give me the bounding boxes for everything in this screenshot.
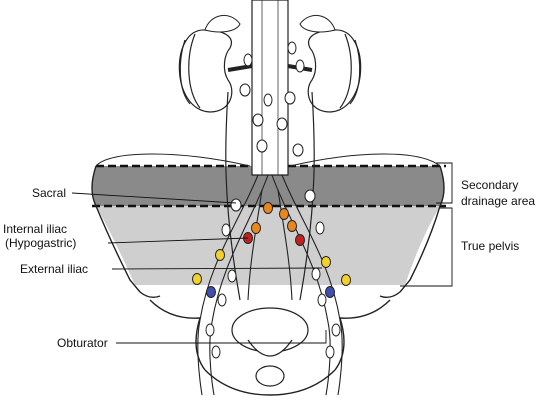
label-true-pelvis: True pelvis <box>461 239 520 253</box>
true-pelvis-zone <box>96 206 440 285</box>
aorta-icon <box>251 0 289 176</box>
label-drainage-area: drainage area <box>461 194 536 208</box>
ureter-right <box>299 91 315 301</box>
lymph-nodes-white <box>205 41 341 359</box>
lymph-nodes-orange <box>251 202 297 234</box>
leader-sacral <box>71 192 237 204</box>
leader-internal-iliac <box>107 237 249 244</box>
lymph-nodes-blue <box>206 286 335 298</box>
label-hypogastric: (Hypogastric) <box>5 236 77 250</box>
lymph-nodes-red <box>243 232 305 246</box>
lymph-nodes-yellow <box>192 249 351 286</box>
label-internal-iliac: Internal iliac <box>3 222 68 236</box>
label-secondary: Secondary <box>461 178 519 192</box>
pelvis-bone-icon <box>91 153 445 396</box>
bracket-secondary <box>436 162 453 204</box>
leader-obturator <box>116 330 327 344</box>
kidney-right-icon <box>307 29 362 113</box>
label-external-iliac: External iliac <box>20 262 89 276</box>
label-obturator: Obturator <box>57 336 108 350</box>
bladder-icon <box>231 307 309 387</box>
leader-external-iliac <box>111 267 323 270</box>
ureter-left <box>225 91 241 301</box>
secondary-drainage-zone <box>92 166 444 206</box>
renal-vessel-left <box>227 64 253 72</box>
label-sacral: Sacral <box>32 186 67 200</box>
kidney-left-icon <box>178 29 233 113</box>
adrenal-right-icon <box>299 15 336 33</box>
adrenal-left-icon <box>204 15 241 33</box>
bracket-true-pelvis <box>400 207 453 287</box>
